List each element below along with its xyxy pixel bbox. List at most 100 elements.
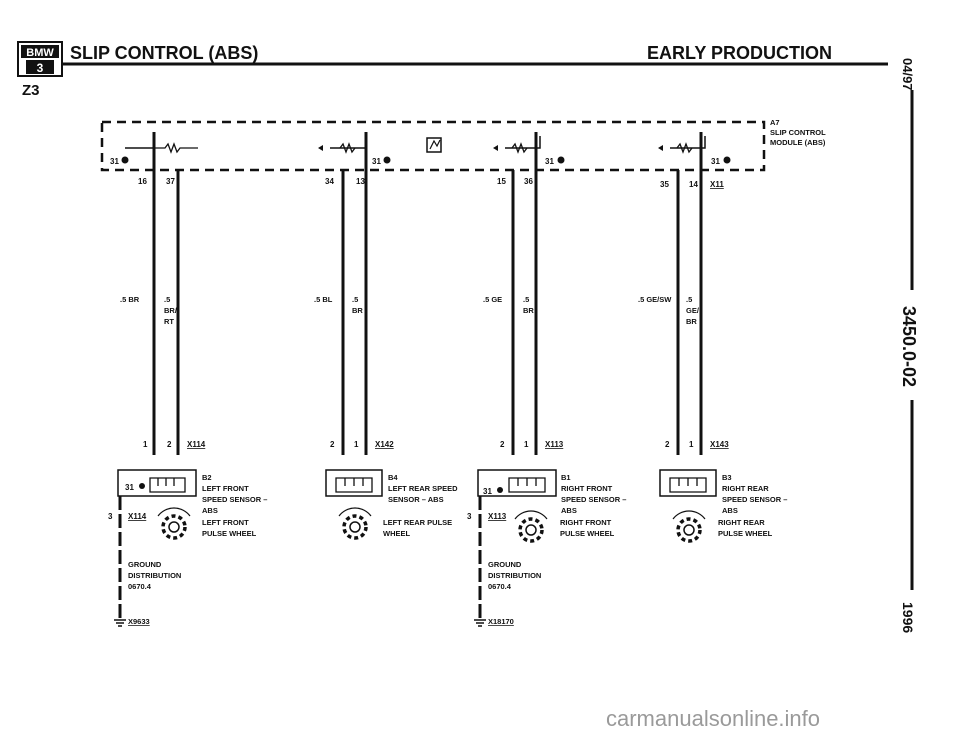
sensor-id: B3 xyxy=(722,473,732,482)
wheel-label: LEFT FRONT xyxy=(202,518,249,527)
sensor-label: LEFT FRONT xyxy=(202,484,249,493)
connector-pin: 2 xyxy=(167,440,172,449)
sensor-id: B2 xyxy=(202,473,212,482)
ground-label: GROUND xyxy=(128,560,162,569)
sensor-label: ABS xyxy=(561,506,577,515)
coil-icon xyxy=(508,477,546,493)
group-left-rear: 31 34 13 .5 BL .5 BR 2 1 X142 B4 LEFT RE… xyxy=(314,132,458,540)
module-name-2: MODULE (ABS) xyxy=(770,138,826,147)
module-ground-pin: 31 xyxy=(545,157,554,166)
ground-dot xyxy=(139,483,145,489)
ground-dot xyxy=(557,156,565,164)
pulse-wheel-icon xyxy=(514,510,548,543)
sensor-label: ABS xyxy=(202,506,218,515)
connector-pin: 2 xyxy=(330,440,335,449)
connector-pin: 1 xyxy=(354,440,359,449)
ground-label: GROUND xyxy=(488,560,522,569)
module-ground-pin: 31 xyxy=(110,157,119,166)
module-ground-pin: 31 xyxy=(711,157,720,166)
coil-icon xyxy=(335,477,373,493)
ground-icon xyxy=(114,619,126,627)
side-date: 04/97 xyxy=(900,58,915,91)
ground-connector: X113 xyxy=(488,512,507,521)
connector-label: X143 xyxy=(710,440,729,449)
side-year: 1996 xyxy=(900,602,916,633)
page-title: SLIP CONTROL (ABS) xyxy=(70,43,258,63)
module-outline xyxy=(100,120,766,172)
module-pin: 16 xyxy=(138,177,147,186)
connector-label: X113 xyxy=(545,440,564,449)
module-pin: 34 xyxy=(325,177,334,186)
connector-pin: 1 xyxy=(143,440,148,449)
series-badge xyxy=(26,60,54,74)
sensor-box xyxy=(477,469,557,497)
wire-label: .5 xyxy=(352,295,358,304)
ground-label: 0670.4 xyxy=(488,582,512,591)
ground-label: 0670.4 xyxy=(128,582,152,591)
sensor-label: RIGHT FRONT xyxy=(561,484,613,493)
ground-label: DISTRIBUTION xyxy=(128,571,181,580)
group-right-rear: 31 35 14 .5 GE/SW .5 GE/ BR 2 1 X143 B3 … xyxy=(638,132,787,543)
wire-label: .5 BR xyxy=(120,295,140,304)
pulse-wheel-icon xyxy=(672,510,706,543)
ground-point: X9633 xyxy=(128,617,150,626)
wire-color: BR/ xyxy=(164,306,178,315)
header: BMW 3 SLIP CONTROL (ABS) EARLY PRODUCTIO… xyxy=(17,41,888,99)
side-doc-number: 3450.0-02 xyxy=(899,306,919,387)
sensor-label: SENSOR – ABS xyxy=(388,495,444,504)
ground-pin: 3 xyxy=(108,512,113,521)
wire-label: .5 xyxy=(164,295,170,304)
coil-icon xyxy=(669,477,707,493)
group-right-front: 31 15 36 .5 GE .5 BR 2 1 X113 31 B1 RIGH… xyxy=(467,132,626,627)
wire-color: BR xyxy=(523,306,534,315)
sensor-box xyxy=(117,469,197,497)
coil-icon xyxy=(149,477,186,493)
arrow-icon xyxy=(658,145,663,151)
module-pin: 35 xyxy=(660,180,669,189)
internal-resistor xyxy=(676,142,693,154)
wire-color: GE/ xyxy=(686,306,700,315)
ground-dot xyxy=(497,487,503,493)
wheel-label: PULSE WHEEL xyxy=(202,529,257,538)
arrow-icon xyxy=(318,145,323,151)
ground-connector: X114 xyxy=(128,512,147,521)
ground-dot xyxy=(383,156,391,164)
internal-resistor xyxy=(339,142,356,154)
bmw-logo-text: BMW xyxy=(26,47,54,59)
esd-icon xyxy=(426,137,442,153)
wheel-label: LEFT REAR PULSE xyxy=(383,518,452,527)
esd-icon-mark xyxy=(429,139,441,150)
production-label: EARLY PRODUCTION xyxy=(647,43,832,63)
group-left-front: 31 16 37 .5 BR .5 BR/ RT 1 2 X114 31 B2 … xyxy=(108,132,267,627)
wheel-label: RIGHT FRONT xyxy=(560,518,612,527)
wire-label: .5 xyxy=(523,295,529,304)
sensor-ground-pin: 31 xyxy=(125,483,134,492)
wheel-label: RIGHT REAR xyxy=(718,518,765,527)
sensor-label: SPEED SENSOR – xyxy=(202,495,267,504)
internal-resistor xyxy=(511,142,528,154)
watermark: carmanualsonline.info xyxy=(606,706,820,731)
connector-pin: 1 xyxy=(689,440,694,449)
module-a7: A7 SLIP CONTROL MODULE (ABS) X11 xyxy=(100,118,826,189)
module-pin: 14 xyxy=(689,180,698,189)
sensor-label: LEFT REAR SPEED xyxy=(388,484,458,493)
wheel-label: PULSE WHEEL xyxy=(718,529,773,538)
sensor-box xyxy=(325,469,383,497)
module-pin: 15 xyxy=(497,177,506,186)
wire-label: .5 GE xyxy=(483,295,502,304)
module-ground-pin: 31 xyxy=(372,157,381,166)
ground-label: DISTRIBUTION xyxy=(488,571,541,580)
sensor-label: RIGHT REAR xyxy=(722,484,769,493)
connector-pin: 2 xyxy=(665,440,670,449)
wire-color: BR xyxy=(352,306,363,315)
side-strip: 04/97 3450.0-02 1996 xyxy=(899,58,919,633)
pulse-wheel-icon xyxy=(157,507,191,540)
series-badge-text: 3 xyxy=(37,61,44,75)
module-pin: 37 xyxy=(166,177,175,186)
ground-dot xyxy=(723,156,731,164)
sensor-id: B4 xyxy=(388,473,398,482)
module-connector: X11 xyxy=(710,180,724,189)
module-pin: 13 xyxy=(356,177,365,186)
pulse-wheel-icon xyxy=(338,507,372,540)
